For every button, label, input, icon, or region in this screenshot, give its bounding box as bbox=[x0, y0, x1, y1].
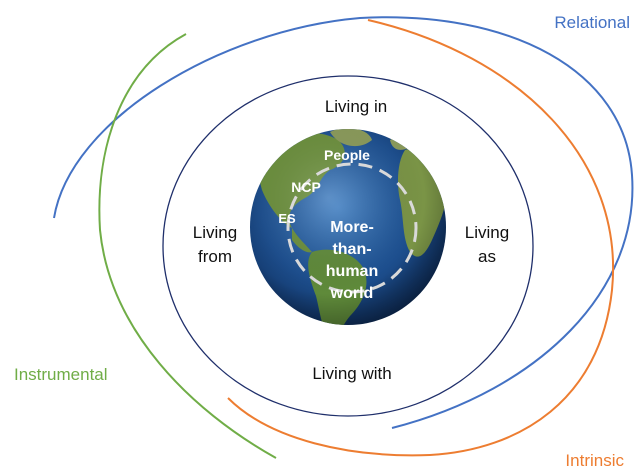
living-from-label-line2: from bbox=[198, 247, 232, 266]
instrumental-arc bbox=[98, 33, 277, 459]
center-label-line2: than- bbox=[332, 241, 371, 258]
center-label-line3: human bbox=[326, 263, 378, 280]
people-label: People bbox=[324, 147, 370, 163]
dashed-circle bbox=[286, 162, 418, 294]
relational-label: Relational bbox=[554, 13, 630, 32]
intrinsic-arc bbox=[227, 19, 615, 457]
living-ring bbox=[162, 75, 534, 417]
living-as-label-line1: Living bbox=[465, 223, 509, 242]
center-label-line1: More- bbox=[330, 219, 374, 236]
es-label: ES bbox=[278, 211, 296, 226]
living-from-label-line1: Living bbox=[193, 223, 237, 242]
living-with-label: Living with bbox=[312, 364, 391, 383]
intrinsic-label: Intrinsic bbox=[565, 451, 624, 470]
ncp-label: NCP bbox=[291, 179, 321, 195]
instrumental-label: Instrumental bbox=[14, 365, 108, 384]
relational-arc bbox=[53, 16, 634, 429]
center-label-line4: world bbox=[330, 285, 374, 302]
living-as-label-line2: as bbox=[478, 247, 496, 266]
living-in-label: Living in bbox=[325, 97, 387, 116]
